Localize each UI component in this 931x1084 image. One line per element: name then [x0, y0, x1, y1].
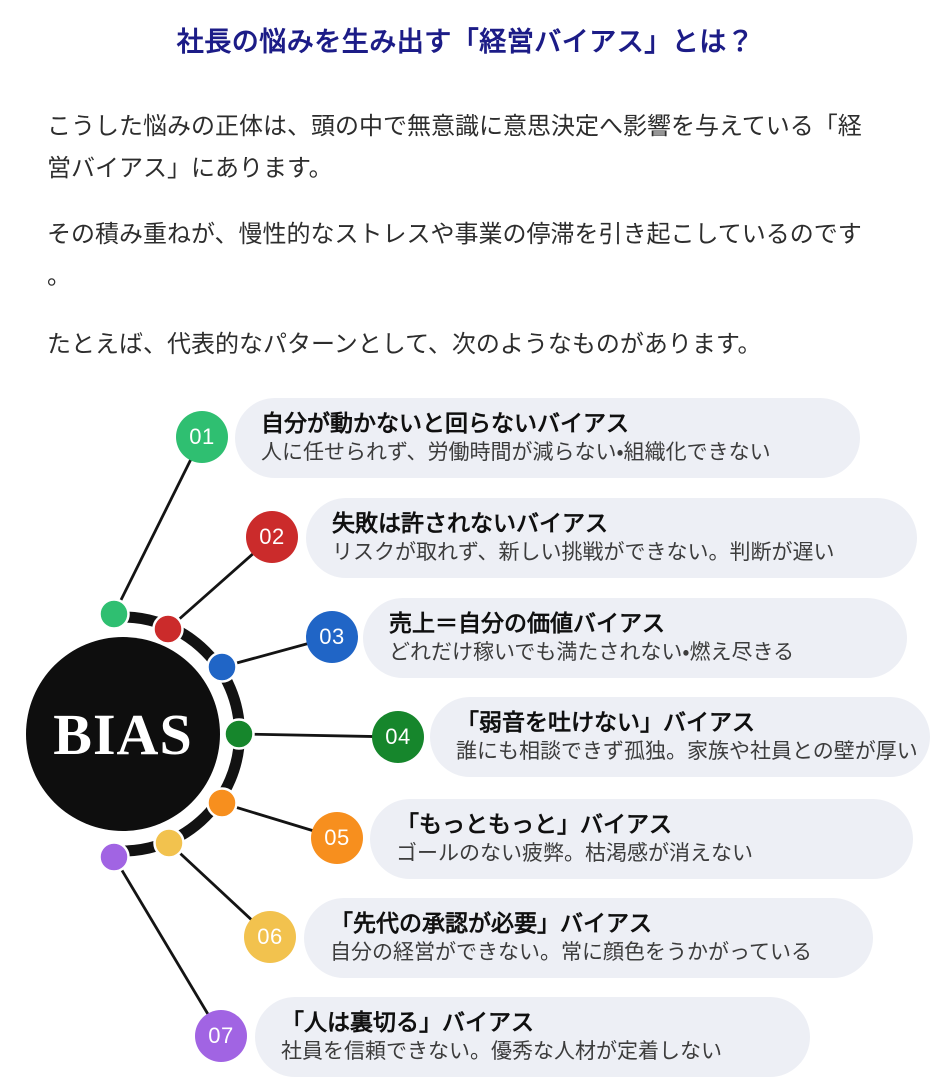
item-01-card: 自分が動かないと回らないバイアス 人に任せられず、労働時間が減らない・組織化でき… — [235, 398, 860, 478]
item-05-number-badge: 05 — [311, 812, 363, 864]
item-06-description: 自分の経営ができない。常に顔色をうかがっている — [330, 941, 812, 965]
item-06-card: 「先代の承認が必要」バイアス 自分の経営ができない。常に顔色をうかがっている — [304, 898, 873, 978]
intro-paragraph-1: こうした悩みの正体は、頭の中で無意識に意思決定へ影響を与えている「経営バイアス」… — [47, 114, 862, 182]
item-07-number-badge: 07 — [195, 1010, 247, 1062]
item-01-number-badge: 01 — [176, 411, 228, 463]
color-dot-04 — [223, 718, 255, 750]
intro-paragraph-3: たとえば、代表的なパターンとして、次のようなものがあります。 — [47, 332, 762, 358]
item-06-title: 「先代の承認が必要」バイアス — [330, 910, 652, 937]
page-title: 社長の悩みを生み出す「経営バイアス」とは？ — [176, 27, 755, 57]
item-02-number-badge: 02 — [246, 511, 298, 563]
item-05-description: ゴールのない疲弊。枯渇感が消えない — [396, 842, 753, 866]
item-07-description: 社員を信頼できない。優秀な人材が定着しない — [281, 1040, 722, 1064]
item-07-title: 「人は裏切る」バイアス — [281, 1009, 534, 1036]
item-04-description: 誰にも相談できず孤独。家族や社員との壁が厚い — [456, 740, 918, 764]
item-02-title: 失敗は許されないバイアス — [332, 510, 608, 537]
bias-center-circle: BIAS — [26, 637, 220, 831]
color-dot-03 — [206, 651, 238, 683]
item-07-card: 「人は裏切る」バイアス 社員を信頼できない。優秀な人材が定着しない — [255, 997, 810, 1077]
item-05-title: 「もっともっと」バイアス — [396, 811, 672, 838]
color-dot-06 — [153, 827, 185, 859]
item-03-card: 売上＝自分の価値バイアス どれだけ稼いでも満たされない・燃え尽きる — [363, 598, 907, 678]
item-03-description: どれだけ稼いでも満たされない・燃え尽きる — [389, 641, 795, 665]
item-04-card: 「弱音を吐けない」バイアス 誰にも相談できず孤独。家族や社員との壁が厚い — [430, 697, 930, 777]
item-01-title: 自分が動かないと回らないバイアス — [261, 410, 629, 437]
color-dot-02 — [152, 613, 184, 645]
item-04-number-badge: 04 — [372, 711, 424, 763]
item-02-description: リスクが取れず、新しい挑戦ができない。判断が遅い — [332, 541, 835, 565]
item-04-title: 「弱音を吐けない」バイアス — [456, 709, 755, 736]
item-03-number-badge: 03 — [306, 611, 358, 663]
bias-center-label: BIAS — [53, 701, 193, 767]
item-06-number-badge: 06 — [244, 911, 296, 963]
color-dot-05 — [206, 787, 238, 819]
intro-paragraph-2: その積み重ねが、慢性的なストレスや事業の停滞を引き起こしているのです。 — [47, 222, 862, 290]
connector-line-07 — [112, 856, 223, 1037]
color-dot-01 — [98, 598, 130, 630]
color-dot-07 — [98, 841, 130, 873]
item-01-description: 人に任せられず、労働時間が減らない・組織化できない — [261, 441, 771, 465]
item-03-title: 売上＝自分の価値バイアス — [389, 610, 665, 637]
item-02-card: 失敗は許されないバイアス リスクが取れず、新しい挑戦ができない。判断が遅い — [306, 498, 917, 578]
item-05-card: 「もっともっと」バイアス ゴールのない疲弊。枯渇感が消えない — [370, 799, 913, 879]
connector-line-01 — [112, 436, 204, 615]
